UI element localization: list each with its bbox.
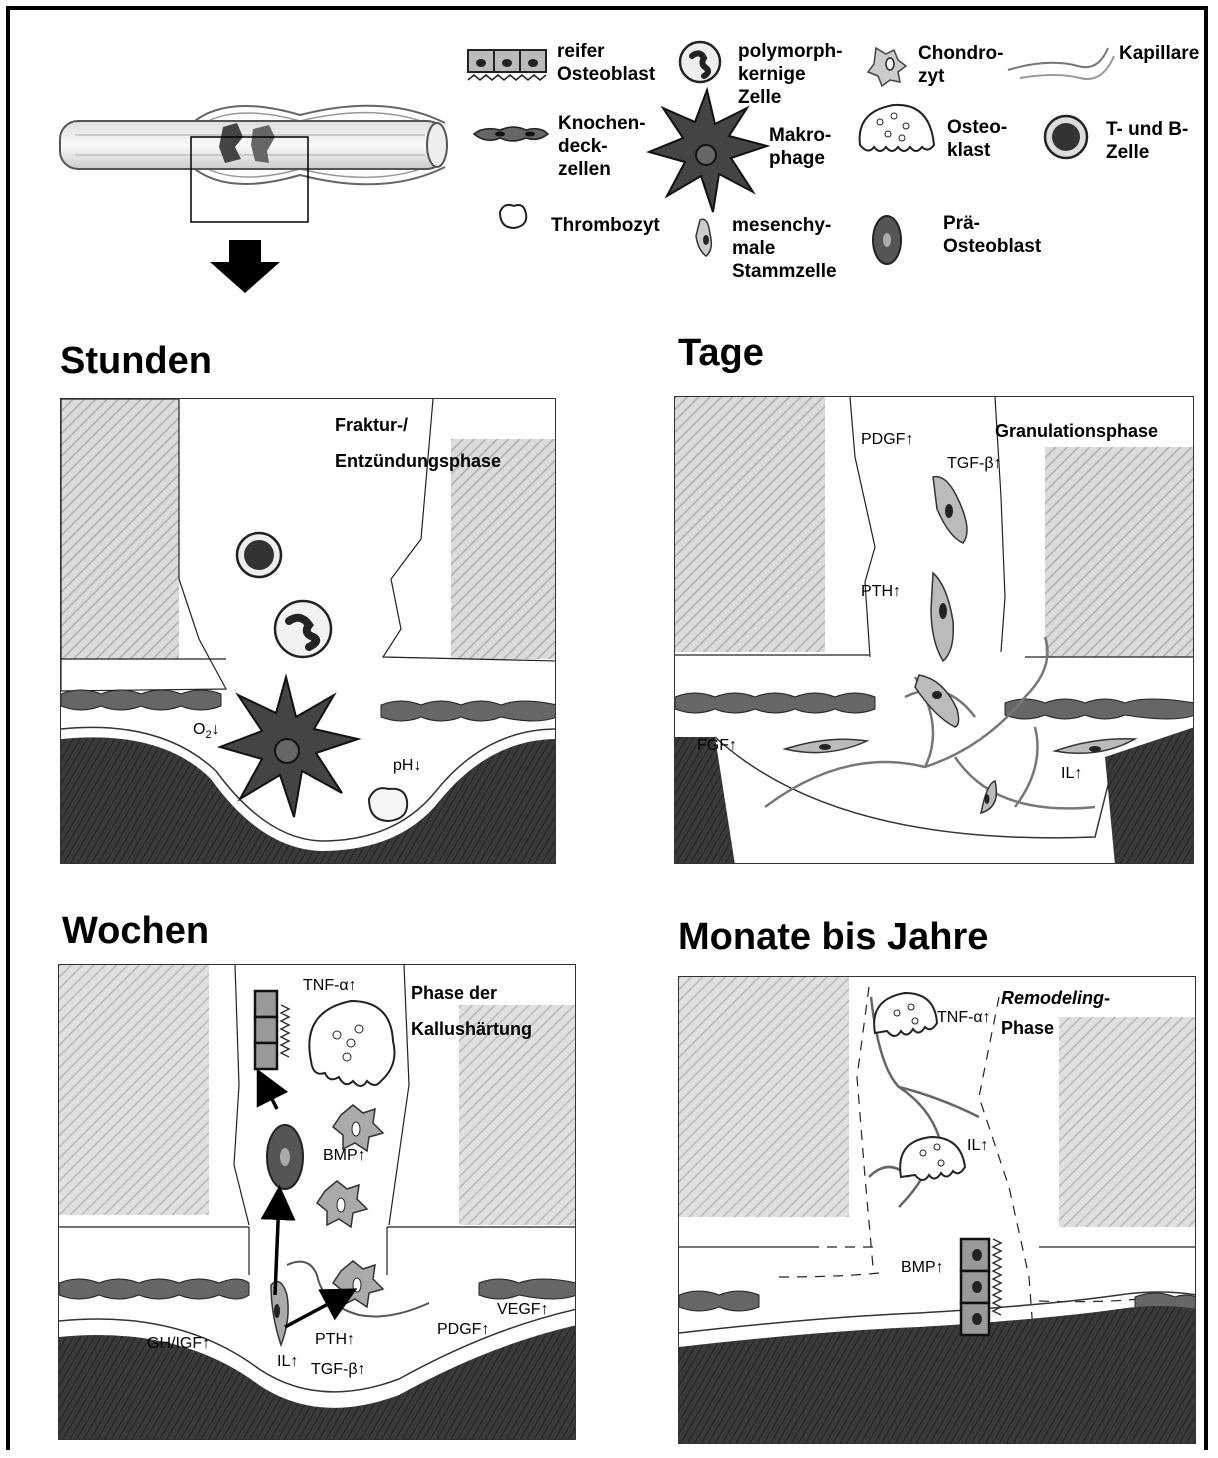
factor-bmp: BMP↑ [323,1147,366,1165]
panel-weeks: Phase der Kallushärtung TNF-α↑ BMP↑ PDGF… [58,964,576,1440]
legend-label-bone-lining-cells: Knochen- deck- zellen [558,112,646,181]
pre-osteoblast [267,1125,303,1189]
factor-vegf: VEGF↑ [497,1301,549,1319]
chondrocyte-icon [868,48,906,86]
mesenchymal-stem-cell-icon [696,219,711,256]
polymorph-cell [275,601,331,657]
t-b-cell-icon [1045,116,1087,158]
osteoblast-stack [255,991,289,1069]
legend-label-mesenchymal-stem-cell: mesenchy- male Stammzelle [732,214,837,283]
factor-il: IL↑ [1061,765,1082,783]
osteoblast-stack [961,1239,1001,1335]
legend-label-thrombocyte: Thrombozyt [551,214,660,237]
legend-label-pre-osteoblast: Prä- Osteoblast [943,212,1041,258]
chondrocytes [317,1105,383,1307]
legend-label-osteoclast: Osteo- klast [947,116,1007,162]
legend-label-capillary: Kapillare [1119,42,1199,65]
thrombocyte [369,788,407,821]
factor-il: IL↑ [967,1137,988,1155]
legend-label-macrophage: Makro- phage [769,124,831,170]
panel-title-hours: Stunden [60,340,212,382]
factor-pth: PTH↑ [861,583,901,601]
phase-label-weeks: Phase der Kallushärtung [411,975,532,1047]
legend-label-polymorph-cell: polymorph- kernige Zelle [738,40,843,109]
factor-tgf-beta: TGF-β↑ [947,455,1002,473]
mature-osteoblast-icon [468,50,546,80]
panel-months: Remodeling-Phase TNF-α↑ IL↑ BMP↑ [678,976,1196,1444]
factor-o2: O2↓ [193,721,220,744]
panel-title-weeks: Wochen [62,910,209,952]
factor-tgf-beta: TGF-β↑ [311,1361,366,1379]
factor-gh-igf: GH/IGF↑ [147,1335,210,1353]
factor-fgf: FGF↑ [697,737,737,755]
phase-label-days: Granulationsphase [995,413,1158,449]
capillary-icon [1008,48,1114,79]
panel-hours: Fraktur-/ Entzündungsphase O2↓ pH↓ [60,398,556,864]
pre-osteoblast-icon [873,216,901,264]
osteoclast [309,1001,394,1086]
factor-tnf-alpha: TNF-α↑ [303,977,357,995]
factor-pdgf: PDGF↑ [437,1321,489,1339]
factor-tnf-alpha: TNF-α↑ [937,1009,991,1027]
panel-title-days: Tage [678,332,764,374]
factor-il: IL↑ [277,1353,298,1371]
legend-label-chondrocyte: Chondro- zyt [918,42,1003,88]
legend-label-mature-osteoblast: reifer Osteoblast [557,40,655,86]
legend-label-t-b-cell: T- und B- Zelle [1106,118,1188,164]
phase-label-months: Remodeling-Phase [1001,983,1110,1043]
polymorph-cell-icon [680,42,720,82]
panel-days: Granulationsphase PDGF↑ TGF-β↑ PTH↑ FGF↑… [674,396,1194,864]
osteoclast-icon [860,105,934,151]
panel-title-months: Monate bis Jahre [678,916,988,958]
bone-lining-cells-icon [474,127,548,141]
factor-pth: PTH↑ [315,1331,355,1349]
macrophage [220,677,358,817]
phase-label-hours: Fraktur-/ Entzündungsphase [335,407,501,479]
thrombocyte-icon [500,205,526,228]
factor-bmp: BMP↑ [901,1259,944,1277]
factor-pdgf: PDGF↑ [861,431,913,449]
factor-ph: pH↓ [393,757,421,775]
